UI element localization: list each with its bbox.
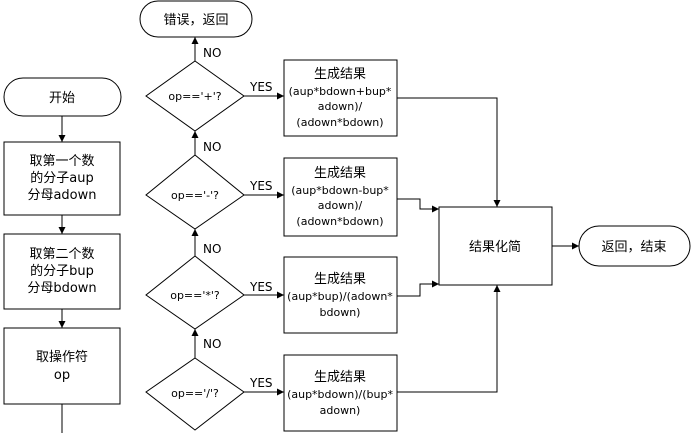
label-yes-minus: YES [249, 179, 273, 193]
decision-div: op=='/'? [145, 357, 245, 431]
edge-labels: NO NO NO NO YES YES YES YES [203, 46, 273, 390]
label-no-mul: NO [203, 242, 221, 256]
result-div-line-2: (aup*bdown)/(bup* [287, 388, 393, 401]
result-div-line-1: 生成结果 [314, 370, 366, 385]
label-no-minus: NO [203, 140, 221, 154]
result-mul: 生成结果 (aup*bup)/(adown* bdown) [283, 256, 398, 334]
node-get-second-line-2: 的分子bup [30, 263, 94, 279]
result-mul-line-1: 生成结果 [314, 272, 366, 287]
label-yes-plus: YES [249, 80, 273, 94]
edge-result-plus-to-simplify [397, 97, 501, 207]
label-no-div: NO [203, 337, 221, 351]
node-get-first-line-2: 的分子aup [30, 170, 93, 186]
decision-minus-label: op=='-'? [171, 189, 219, 202]
result-minus-line-4: (adown*bdown) [296, 215, 383, 228]
node-get-second-line-1: 取第二个数 [29, 247, 94, 262]
result-div: 生成结果 (aup*bdown)/(bup* adown) [283, 354, 398, 432]
decision-div-label: op=='/'? [171, 387, 219, 400]
edge-result-div-to-simplify [397, 285, 501, 393]
result-plus-line-1: 生成结果 [314, 67, 366, 82]
node-simplify-label: 结果化简 [469, 239, 521, 255]
node-get-op-line-1: 取操作符 [36, 349, 88, 365]
result-mul-line-2: (aup*bup)/(adown* [287, 290, 393, 303]
result-plus-line-3: adown)/ [318, 100, 363, 113]
result-plus: 生成结果 (aup*bdown+bup* adown)/ (adown*bdow… [283, 59, 398, 137]
decision-mul: op=='*'? [145, 255, 245, 330]
node-get-first-line-3: 分母adown [27, 188, 96, 203]
decision-mul-label: op=='*'? [170, 289, 220, 302]
node-get-first-line-1: 取第一个数 [29, 154, 94, 169]
result-mul-line-3: bdown) [320, 306, 361, 319]
decision-plus-label: op=='+'? [168, 90, 221, 103]
decision-plus: op=='+'? [145, 60, 245, 132]
decision-minus: op=='-'? [145, 154, 245, 230]
node-get-op-line-2: op [54, 368, 70, 383]
result-div-line-3: adown) [320, 404, 361, 417]
result-plus-line-2: (aup*bdown+bup* [289, 85, 392, 98]
node-get-second: 取第二个数 的分子bup 分母bdown [3, 233, 121, 310]
node-error-return-label: 错误，返回 [163, 13, 228, 28]
node-start: 开始 [3, 77, 122, 117]
label-yes-div: YES [249, 376, 273, 390]
result-minus: 生成结果 (aup*bdown-bup* adown)/ (adown*bdow… [283, 157, 398, 237]
node-end: 返回，结束 [578, 225, 691, 267]
edges [58, 37, 579, 433]
node-simplify: 结果化简 [438, 206, 553, 286]
result-minus-line-3: adown)/ [318, 199, 363, 212]
edge-result-minus-to-simplify [397, 198, 439, 213]
result-plus-line-4: (adown*bdown) [296, 116, 383, 129]
node-error-return: 错误，返回 [139, 0, 253, 38]
label-yes-mul: YES [249, 280, 273, 294]
node-get-op: 取操作符 op [3, 327, 121, 405]
edge-result-mul-to-simplify [397, 280, 439, 297]
node-start-label: 开始 [49, 91, 75, 106]
node-end-label: 返回，结束 [601, 240, 666, 255]
node-get-first: 取第一个数 的分子aup 分母adown [3, 141, 121, 216]
node-get-second-line-3: 分母bdown [27, 281, 96, 296]
label-no-plus: NO [203, 46, 221, 60]
result-minus-line-2: (aup*bdown-bup* [291, 184, 389, 197]
result-minus-line-1: 生成结果 [314, 166, 366, 181]
